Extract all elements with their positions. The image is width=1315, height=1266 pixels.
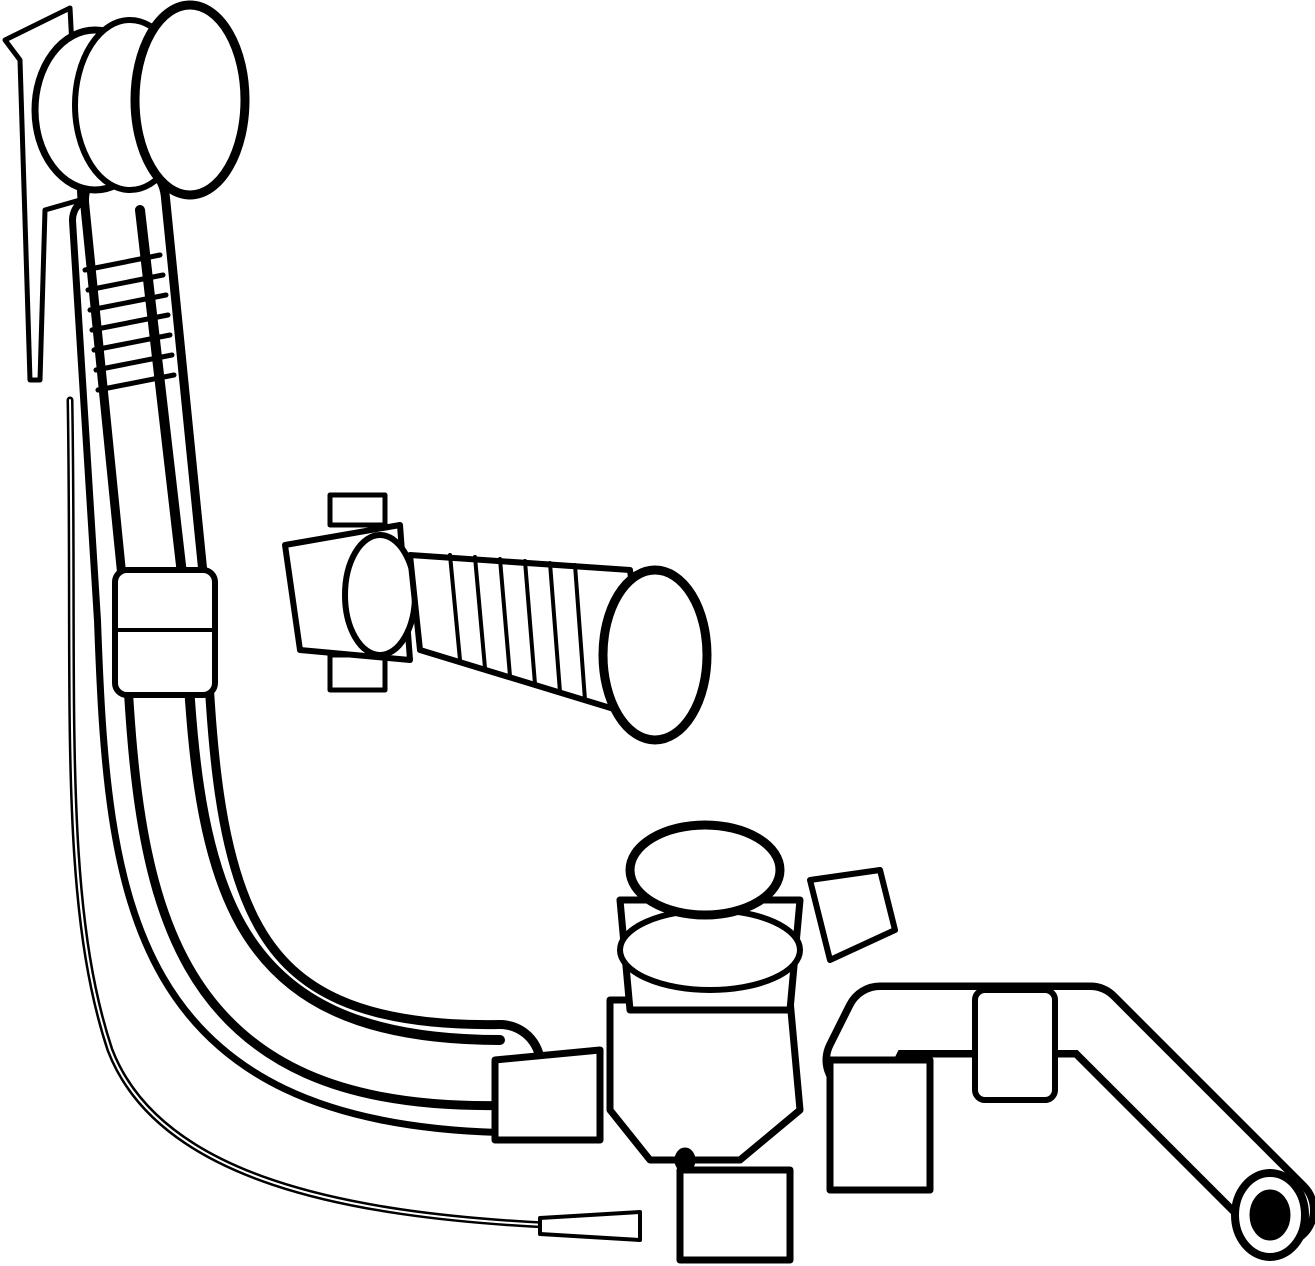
union-nut-outlet [972, 987, 1058, 1103]
drain-valve [491, 820, 934, 1264]
filler-inlet [282, 492, 712, 745]
overflow-cap [130, 0, 250, 200]
drain-plug-cap [625, 820, 785, 920]
pipe-sleeve [112, 567, 218, 698]
corrugated-hose-overflow [82, 252, 177, 393]
cable-connector [538, 1210, 642, 1242]
filler-cap [598, 565, 712, 745]
